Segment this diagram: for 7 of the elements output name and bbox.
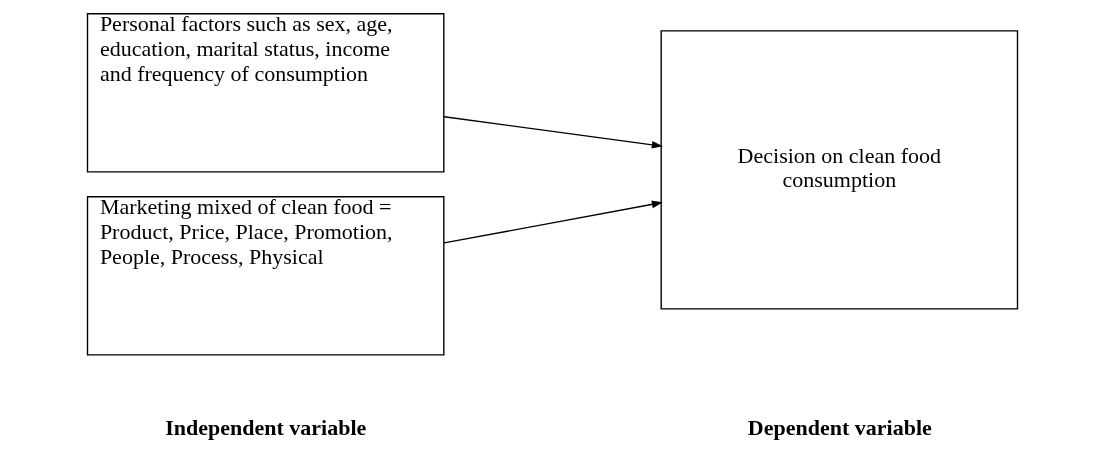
node-box: Decision on clean food consumption [660,30,1019,310]
label: Independent variable [165,415,367,441]
label: Dependent variable [747,415,932,441]
node-box: Personal factors such as sex, age, education, marital status, income and frequency of consumption [86,13,445,173]
arrow [443,200,663,244]
arrow [443,116,663,149]
node-box: Marketing mixed of clean food = Product, Price, Place, Promotion, People, Process, Physical [86,196,445,356]
